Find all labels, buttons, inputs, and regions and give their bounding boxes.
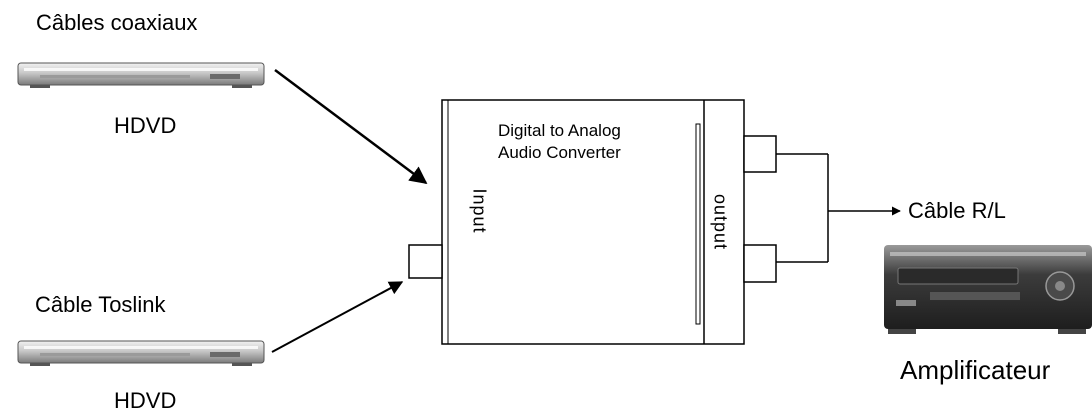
bottom-hdvd-label: HDVD (114, 388, 177, 413)
rl-cable-wiring (776, 153, 829, 263)
coaxial-arrow (274, 68, 428, 185)
converter-box (441, 99, 745, 345)
input-label: Input (469, 188, 490, 234)
amplifier-label: Amplificateur (900, 355, 1051, 385)
toslink-arrow (271, 281, 404, 353)
toslink-cable-label: Câble Toslink (35, 292, 166, 317)
bottom-dvd-player-icon (17, 340, 265, 366)
amplifier-icon (884, 245, 1092, 334)
converter-title-line1: Digital to Analog (498, 121, 621, 140)
output-port-bottom (743, 244, 777, 283)
input-port (408, 244, 443, 279)
rl-cable-label: Câble R/L (908, 198, 1006, 223)
converter-title-line2: Audio Converter (498, 143, 621, 162)
output-label: output (710, 193, 731, 251)
top-hdvd-label: HDVD (114, 113, 177, 138)
top-dvd-player-icon (17, 62, 265, 88)
coaxial-cable-label: Câbles coaxiaux (36, 10, 198, 35)
output-port-top (743, 135, 777, 173)
